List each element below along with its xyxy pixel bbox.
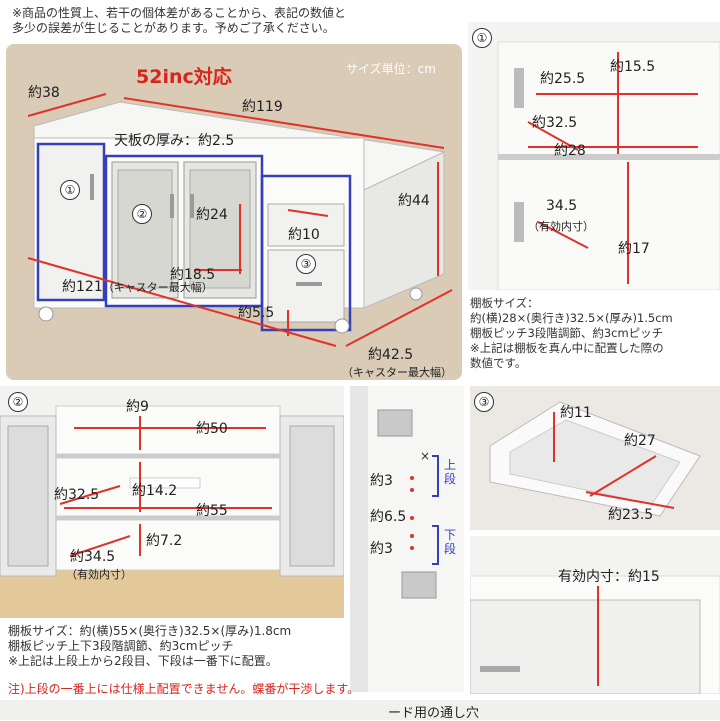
- interior-1-drawing: [497, 41, 720, 290]
- panel2-dim-depth: 約32.5: [54, 487, 100, 503]
- bottom-strip: [0, 700, 720, 720]
- shelf2-line-3: ※上記は上段上から2段目、下段は一番下に配置。: [8, 654, 278, 668]
- drawer-top-drawing: [489, 401, 701, 517]
- interior-panel-2: ② 約9 約50 約32.5 約14.2 約55 約34.5 （有効内寸） 約7…: [0, 386, 344, 618]
- panel1-dim-height: 約15.5: [610, 59, 656, 75]
- marker-1: ①: [60, 180, 80, 200]
- panel3-dim-width: 約27: [624, 433, 656, 449]
- interior-panel-3: ③ 約11 約27 約23.5: [470, 386, 720, 530]
- drawer-depth-panel: 有効内寸：約15: [470, 536, 720, 694]
- disclaimer-line-2: 多少の誤差が生じることがあります。予めご了承ください。: [12, 21, 335, 35]
- unit-label: サイズ単位：cm: [346, 62, 436, 76]
- shelf1-line-5: 数値です。: [470, 356, 527, 370]
- dim-caster-height: 約5.5: [238, 305, 275, 321]
- disclaimer-note: ※商品の性質上、若干の個体差があることから、表記の数値と 多少の誤差が生じること…: [12, 6, 346, 36]
- svg-text:×: ×: [420, 449, 430, 463]
- panel1-dim-height2: 約17: [618, 241, 650, 257]
- shelf1-line-1: 棚板サイズ：: [470, 296, 539, 310]
- shelf1-line-4: ※上記は棚板を真ん中に配置した際の: [470, 341, 664, 355]
- shelf2-line-1: 棚板サイズ：約(横)55×(奥行き)32.5×(厚み)1.8cm: [8, 624, 292, 638]
- dim-caster-depth: 約42.5: [368, 347, 414, 363]
- dim-glass-height: 約24: [196, 207, 228, 223]
- panel3-marker: ③: [474, 392, 494, 412]
- shelf2-line-2: 棚板ピッチ上下3段階調節、約3cmピッチ: [8, 639, 234, 653]
- panel2-dim-w1: 約50: [196, 421, 228, 437]
- panel3-dim-width2: 約23.5: [608, 507, 654, 523]
- panel1-dim-depth: 約32.5: [532, 115, 578, 131]
- panel3-dim-depth: 約11: [560, 405, 592, 421]
- shelf2-spec: 棚板サイズ：約(横)55×(奥行き)32.5×(厚み)1.8cm 棚板ピッチ上下…: [8, 624, 348, 669]
- panel1-dim-inner-note: （有効内寸）: [528, 220, 594, 233]
- panel2-dim-h2: 約14.2: [132, 483, 178, 499]
- dim-height: 約44: [398, 193, 430, 209]
- shelf1-line-3: 棚板ピッチ3段階調節、約3cmピッチ: [470, 326, 664, 340]
- dim-drawer-width: 約10: [288, 227, 320, 243]
- screen-size-title: 52inc対応: [136, 66, 232, 88]
- dim-caster-width-note: （キャスター最大幅）: [102, 281, 213, 294]
- bottom-partial-caption: ード用の通し穴: [388, 706, 480, 721]
- dim-glass-width: 約18.5: [170, 267, 216, 283]
- dim-top-thickness: 天板の厚み：約2.5: [114, 133, 235, 149]
- panel2-dim-inner: 約34.5: [70, 549, 116, 565]
- hinge-pitch-3: 約3: [370, 541, 393, 557]
- interior-2-drawing: [0, 405, 344, 618]
- upper-label: 上段: [444, 458, 457, 486]
- disclaimer-line-1: ※商品の性質上、若干の個体差があることから、表記の数値と: [12, 6, 347, 20]
- panel2-dim-w2: 約55: [196, 503, 228, 519]
- dim-caster-width: 約121（キャスター最大幅）: [62, 276, 213, 296]
- marker-2: ②: [132, 204, 152, 224]
- panel2-dim-inner-note: （有効内寸）: [66, 568, 132, 581]
- panel2-marker: ②: [8, 392, 28, 412]
- dim-caster-width-value: 約121: [62, 279, 103, 295]
- panel2-dim-h3: 約7.2: [146, 533, 183, 549]
- drawer-inner-depth: 有効内寸：約15: [558, 569, 660, 585]
- dim-depth: 約38: [28, 85, 60, 101]
- dim-caster-depth-note: （キャスター最大幅）: [342, 366, 452, 379]
- hinge-pitch-2: 約6.5: [370, 509, 407, 525]
- panel1-dim-width2: 約28: [554, 143, 586, 159]
- interior-panel-1: ① 約25.5 約15.5 約32.5 約28 34.5 （有効内寸） 約17: [468, 22, 720, 290]
- panel2-dim-h1: 約9: [126, 399, 149, 415]
- panel1-dim-width: 約25.5: [540, 71, 586, 87]
- lower-label: 下段: [444, 528, 457, 556]
- hinge-drawing: ×: [350, 386, 439, 692]
- hinge-warning: 注)上段の一番上には仕様上配置できません。蝶番が干渉します。: [8, 682, 360, 696]
- main-cabinet-drawing: [27, 93, 453, 347]
- shelf1-line-2: 約(横)28×(奥行き)32.5×(厚み)1.5cm: [470, 311, 673, 325]
- panel1-dim-inner: 34.5: [546, 198, 578, 214]
- main-dimension-panel: 52inc対応 サイズ単位：cm 約38 約119 天板の厚み：約2.5 約44…: [6, 44, 462, 380]
- shelf1-spec: 棚板サイズ： 約(横)28×(奥行き)32.5×(厚み)1.5cm 棚板ピッチ3…: [470, 296, 720, 371]
- marker-3: ③: [296, 254, 316, 274]
- hinge-panel: × 約3 約6.5 約3 上段 下段: [350, 386, 464, 692]
- dim-width: 約119: [242, 99, 283, 115]
- panel1-marker: ①: [472, 28, 492, 48]
- drawer-depth-drawing: [470, 575, 720, 694]
- hinge-pitch-1: 約3: [370, 473, 393, 489]
